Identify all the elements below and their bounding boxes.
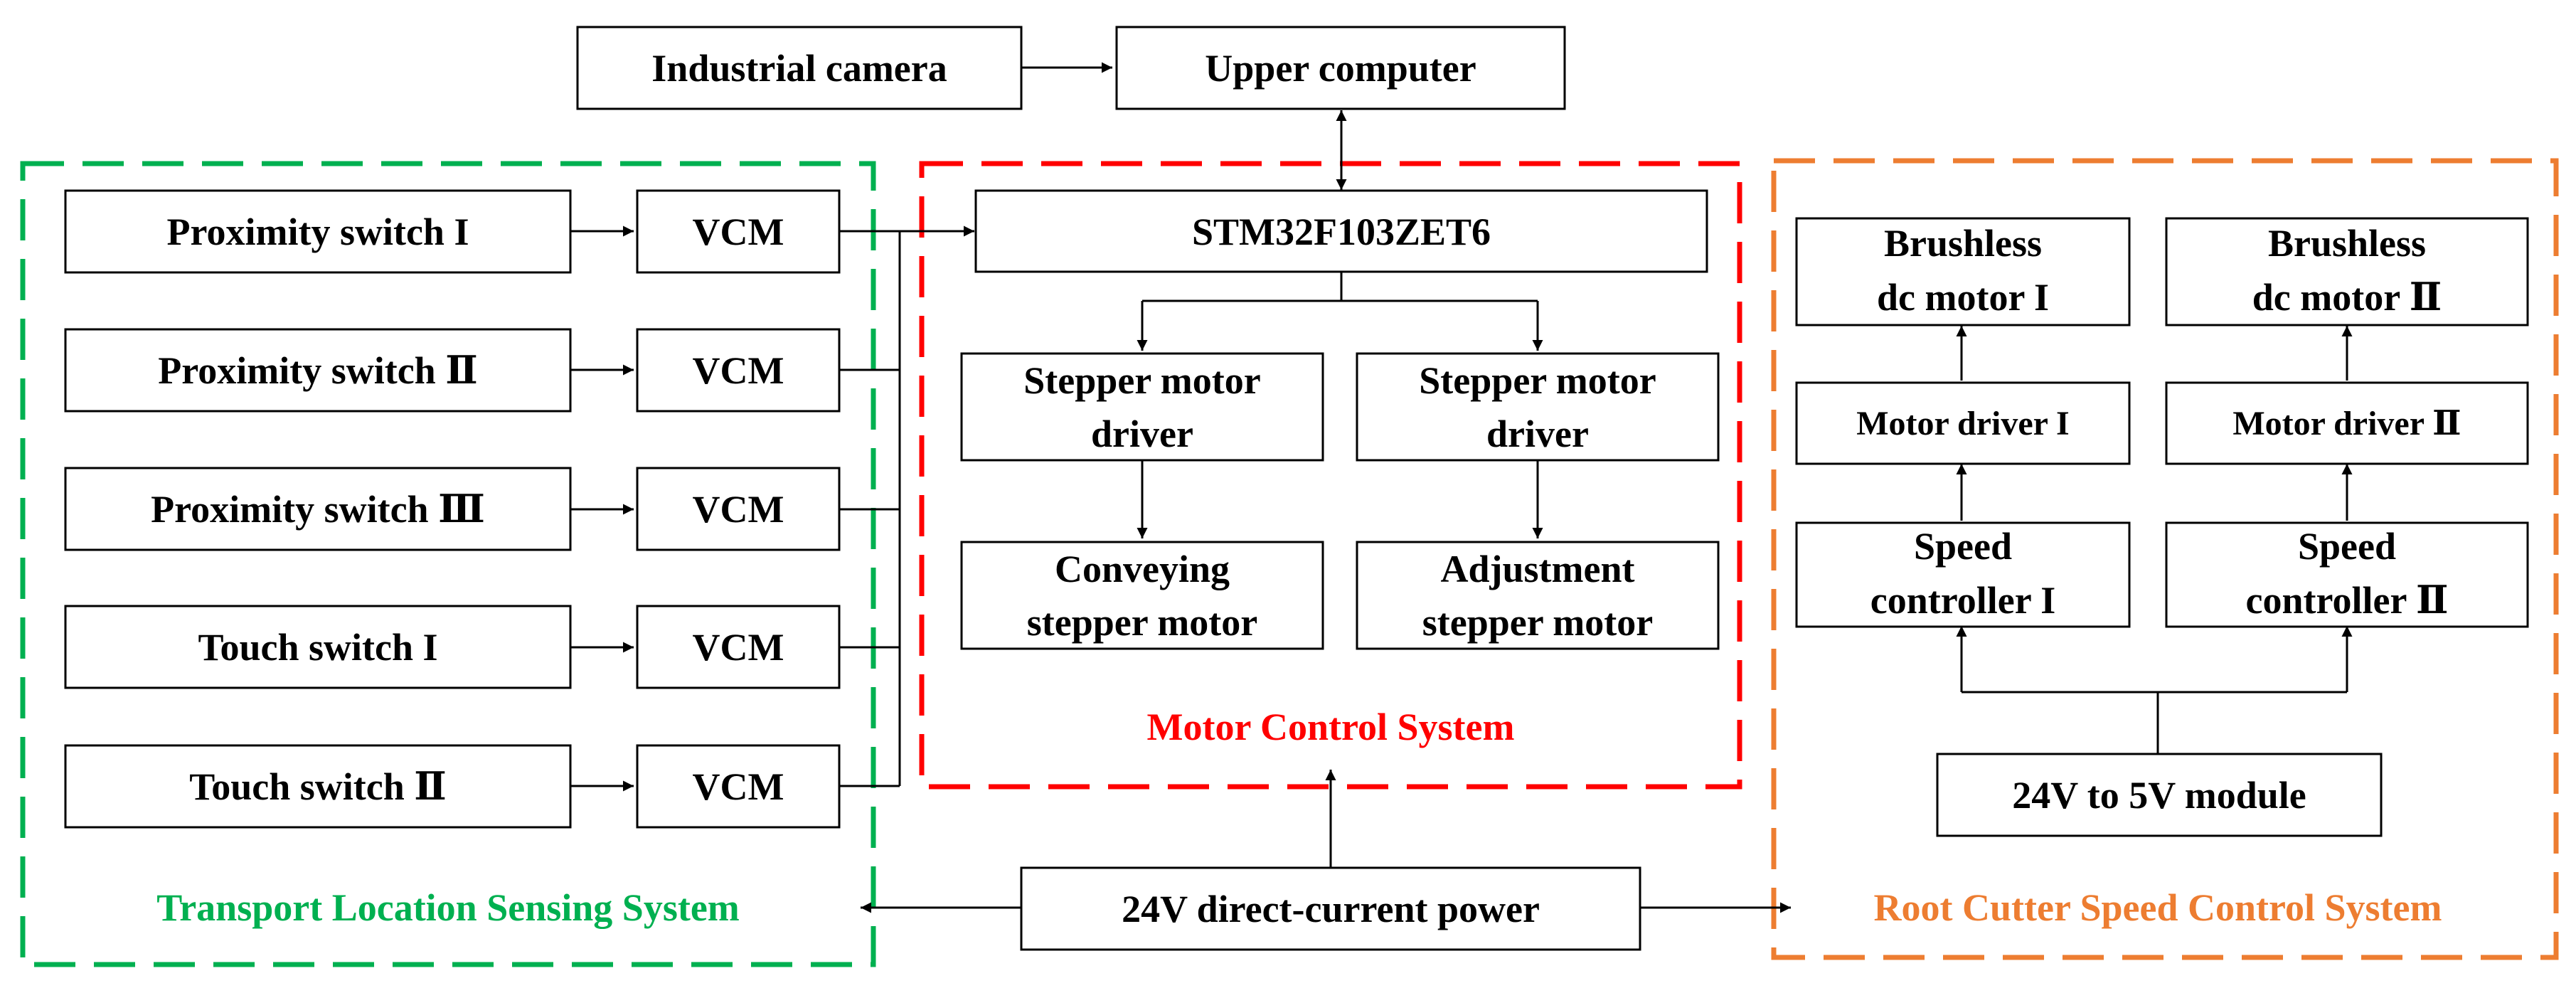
bldc1-line-1: Brushless xyxy=(1884,222,2042,265)
driver-left-line-2: driver xyxy=(1091,413,1193,455)
vcm-label-4: VCM xyxy=(693,626,784,669)
vcm-box-5 xyxy=(636,744,841,829)
root-cutter-system-label: Root Cutter Speed Control System xyxy=(1874,886,2442,929)
converter-label: 24V to 5V module xyxy=(2012,774,2306,817)
connectors xyxy=(570,62,2353,913)
transport-system-region xyxy=(20,161,876,967)
proximity-switch-2-box xyxy=(64,328,572,413)
motor-system-region xyxy=(919,161,1742,790)
vcm-label-3: VCM xyxy=(693,488,784,531)
mcu-label: STM32F103ZET6 xyxy=(1192,211,1491,253)
power-box xyxy=(1020,866,1641,951)
root-cutter-system-region xyxy=(1771,158,2559,960)
speed1-line-2: controller I xyxy=(1870,579,2055,622)
motor-driver-2-box xyxy=(2165,381,2529,465)
motor-left-line-2: stepper motor xyxy=(1027,601,1257,644)
vcm-box-2 xyxy=(636,328,841,413)
vcm-box-1 xyxy=(636,189,841,274)
driver-left-line-1: Stepper motor xyxy=(1023,359,1260,402)
vcm-label-5: VCM xyxy=(693,765,784,808)
motor-left-line-1: Conveying xyxy=(1055,548,1230,590)
industrial-camera-box xyxy=(576,26,1023,110)
vcm-label-1: VCM xyxy=(693,211,784,253)
brushless-dc-motor-2-box xyxy=(2165,217,2529,326)
bldc2-line-1: Brushless xyxy=(2268,222,2426,265)
adjustment-stepper-motor-box xyxy=(1356,541,1720,650)
motor-right-line-1: Adjustment xyxy=(1440,548,1634,590)
proximity-switch-3-box xyxy=(64,467,572,551)
driver-right-line-1: Stepper motor xyxy=(1419,359,1656,402)
power-label: 24V direct-current power xyxy=(1122,888,1540,930)
brushless-dc-motor-1-box xyxy=(1795,217,2131,326)
motor-driver-1-box xyxy=(1795,381,2131,465)
touch-switch-1-box xyxy=(64,605,572,689)
vcm-box-4 xyxy=(636,605,841,689)
bldc2-line-2: dc motor Ⅱ xyxy=(2252,276,2442,319)
vcm-box-3 xyxy=(636,467,841,551)
motor-driver-1-label: Motor driver I xyxy=(1856,405,2069,442)
upper-computer-box xyxy=(1115,26,1566,110)
mcu-box xyxy=(974,189,1708,273)
camera-label: Industrial camera xyxy=(651,47,947,90)
sensor-label-2: Proximity switch Ⅱ xyxy=(158,349,477,392)
motor-right-line-2: stepper motor xyxy=(1422,601,1653,644)
bldc1-line-2: dc motor I xyxy=(1877,276,2049,319)
speed1-line-1: Speed xyxy=(1914,525,2012,568)
stepper-driver-left-box xyxy=(960,352,1324,462)
vcm-label-2: VCM xyxy=(693,349,784,392)
converter-box xyxy=(1936,753,2383,837)
driver-right-line-2: driver xyxy=(1486,413,1589,455)
conveying-stepper-motor-box xyxy=(960,541,1324,650)
sensor-label-3: Proximity switch Ⅲ xyxy=(151,488,485,531)
sensor-label-4: Touch switch I xyxy=(198,626,437,669)
speed-controller-1-box xyxy=(1795,521,2131,628)
speed2-line-1: Speed xyxy=(2298,525,2396,568)
proximity-switch-1-box xyxy=(64,189,572,274)
speed2-line-2: controller Ⅱ xyxy=(2246,579,2449,622)
sensor-label-1: Proximity switch I xyxy=(167,211,469,253)
speed-controller-2-box xyxy=(2165,521,2529,628)
transport-system-label: Transport Location Sensing System xyxy=(156,886,740,929)
touch-switch-2-box xyxy=(64,744,572,829)
motor-driver-2-label: Motor driver Ⅱ xyxy=(2232,405,2461,442)
motor-system-label: Motor Control System xyxy=(1147,706,1515,748)
stepper-driver-right-box xyxy=(1356,352,1720,462)
sensor-label-5: Touch switch Ⅱ xyxy=(189,765,447,808)
upper-computer-label: Upper computer xyxy=(1205,47,1476,90)
